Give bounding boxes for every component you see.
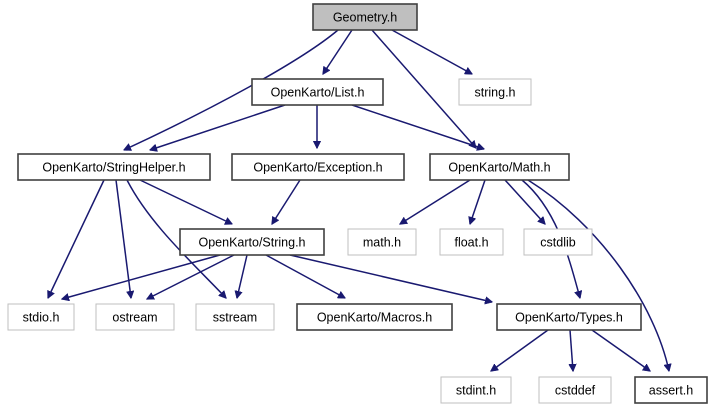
edge-string_ok-to-ostream: [147, 254, 235, 300]
edge-types-to-stdint: [491, 329, 549, 371]
edge-string_ok-to-macros: [265, 254, 345, 299]
node-box-float_sys[interactable]: [439, 228, 504, 256]
edge-exception-to-string_ok: [272, 179, 301, 224]
edge-geometry-to-list: [323, 29, 353, 74]
node-box-string_ok[interactable]: [179, 228, 325, 256]
node-assert[interactable]: assert.h: [634, 376, 708, 404]
node-sstream[interactable]: sstream: [195, 303, 275, 331]
node-math_ok[interactable]: OpenKarto/Math.h: [429, 153, 570, 181]
node-list[interactable]: OpenKarto/List.h: [251, 78, 384, 106]
node-stringhelper[interactable]: OpenKarto/StringHelper.h: [17, 153, 211, 181]
node-box-math_sys[interactable]: [347, 228, 417, 256]
node-box-ostream[interactable]: [95, 303, 175, 331]
node-stdio[interactable]: stdio.h: [7, 303, 75, 331]
edge-geometry-to-stringhelper: [124, 29, 339, 150]
node-box-stdint[interactable]: [440, 376, 512, 404]
node-math_sys[interactable]: math.h: [347, 228, 417, 256]
edge-string_ok-to-types: [289, 254, 492, 302]
edge-math_ok-to-cstdlib: [504, 179, 545, 224]
edge-math_ok-to-float_sys: [470, 179, 486, 224]
node-box-stdio[interactable]: [7, 303, 75, 331]
edge-stringhelper-to-stdio: [48, 179, 105, 298]
edge-string_ok-to-sstream: [237, 254, 248, 298]
edge-geometry-to-math_ok: [371, 29, 476, 148]
edge-geometry-to-string_sys: [391, 29, 472, 75]
edge-stringhelper-to-sstream: [126, 179, 226, 298]
node-box-exception[interactable]: [231, 153, 405, 181]
node-float_sys[interactable]: float.h: [439, 228, 504, 256]
node-ostream[interactable]: ostream: [95, 303, 175, 331]
node-string_sys[interactable]: string.h: [458, 78, 532, 106]
node-exception[interactable]: OpenKarto/Exception.h: [231, 153, 405, 181]
edge-stringhelper-to-ostream: [115, 179, 131, 298]
node-box-macros[interactable]: [296, 303, 453, 331]
node-geometry[interactable]: Geometry.h: [312, 3, 418, 31]
node-macros[interactable]: OpenKarto/Macros.h: [296, 303, 453, 331]
node-box-types[interactable]: [496, 303, 642, 331]
node-cstdlib[interactable]: cstdlib: [523, 228, 593, 256]
edge-string_ok-to-stdio: [62, 254, 221, 299]
node-box-sstream[interactable]: [195, 303, 275, 331]
edge-list-to-stringhelper: [150, 104, 286, 150]
edge-types-to-cstddef: [570, 329, 573, 371]
node-box-list[interactable]: [251, 78, 384, 106]
edge-types-to-assert: [591, 329, 650, 371]
edge-layer: [48, 29, 669, 371]
node-box-cstddef[interactable]: [538, 376, 612, 404]
node-box-math_ok[interactable]: [429, 153, 570, 181]
edge-math_ok-to-math_sys: [400, 179, 471, 224]
node-box-string_sys[interactable]: [458, 78, 532, 106]
node-box-cstdlib[interactable]: [523, 228, 593, 256]
edge-stringhelper-to-string_ok: [139, 179, 232, 224]
node-types[interactable]: OpenKarto/Types.h: [496, 303, 642, 331]
node-box-stringhelper[interactable]: [17, 153, 211, 181]
edge-list-to-math_ok: [351, 104, 484, 149]
node-stdint[interactable]: stdint.h: [440, 376, 512, 404]
node-cstddef[interactable]: cstddef: [538, 376, 612, 404]
node-box-geometry[interactable]: [312, 3, 418, 31]
edge-math_ok-to-assert: [527, 179, 669, 371]
node-box-assert[interactable]: [634, 376, 708, 404]
node-string_ok[interactable]: OpenKarto/String.h: [179, 228, 325, 256]
